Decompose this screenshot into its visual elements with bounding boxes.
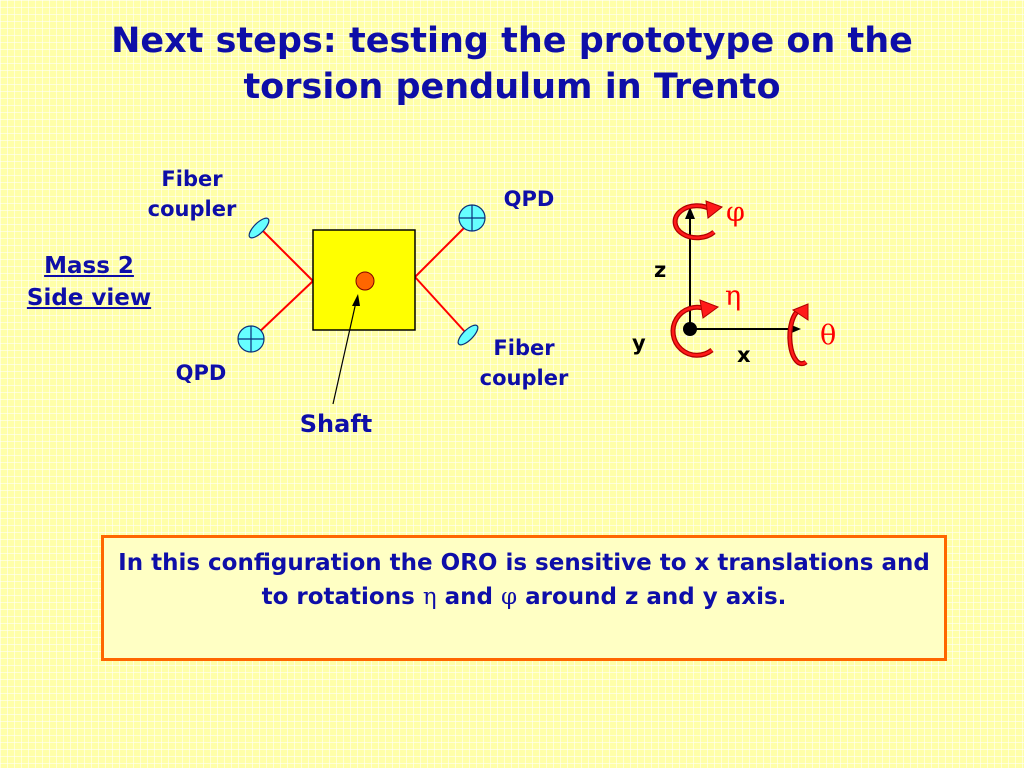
fiber-coupler-bottom-icon: [457, 324, 479, 346]
fiber-coupler-bottom-label: Fiber coupler: [479, 336, 569, 390]
z-axis-arrowhead: [685, 207, 695, 219]
shaft-label: Shaft: [299, 410, 373, 438]
beam-bottom-right: [414, 276, 467, 334]
mass-side-view-link[interactable]: Mass 2 Side view: [12, 250, 166, 314]
note-text-3: around z and y axis.: [517, 584, 787, 610]
beam-bottom-left: [254, 280, 314, 337]
shaft-pointer: [332, 301, 357, 405]
y-axis-label: y: [632, 331, 646, 355]
qpd-top-label: QPD: [503, 187, 555, 211]
sensitivity-note: In this configuration the ORO is sensiti…: [101, 535, 947, 661]
z-axis-label: z: [654, 258, 667, 282]
note-eta: η: [422, 584, 437, 610]
mass-label: Mass 2: [44, 253, 134, 279]
note-phi: φ: [500, 584, 518, 610]
eta-label: η: [725, 281, 742, 312]
side-view-label: Side view: [26, 285, 152, 311]
beam-top-right: [414, 221, 471, 278]
theta-label: θ: [820, 320, 837, 351]
eta-rotation-icon: [670, 299, 720, 358]
x-axis-label: x: [737, 343, 751, 367]
qpd-top-icon: [458, 204, 486, 232]
note-text-2: and: [436, 584, 501, 610]
qpd-bottom-icon: [237, 325, 265, 353]
title-line-2: torsion pendulum in Trento: [243, 67, 781, 107]
theta-rotation-icon: [787, 303, 809, 367]
phi-label: φ: [726, 197, 745, 228]
shaft-arrowhead: [352, 294, 360, 306]
title-line-1: Next steps: testing the prototype on the: [111, 21, 913, 61]
phi-rotation-icon: [672, 200, 724, 241]
y-axis-dot: [683, 322, 697, 336]
shaft-dot: [355, 271, 375, 291]
note-text-1: In this configuration the ORO is sensiti…: [118, 550, 930, 610]
slide-title: Next steps: testing the prototype on the…: [0, 18, 1024, 110]
fiber-coupler-top-label: Fiber coupler: [147, 167, 237, 221]
qpd-bottom-label: QPD: [175, 361, 227, 385]
beam-top-left: [259, 227, 314, 282]
fiber-coupler-top-icon: [248, 217, 270, 239]
